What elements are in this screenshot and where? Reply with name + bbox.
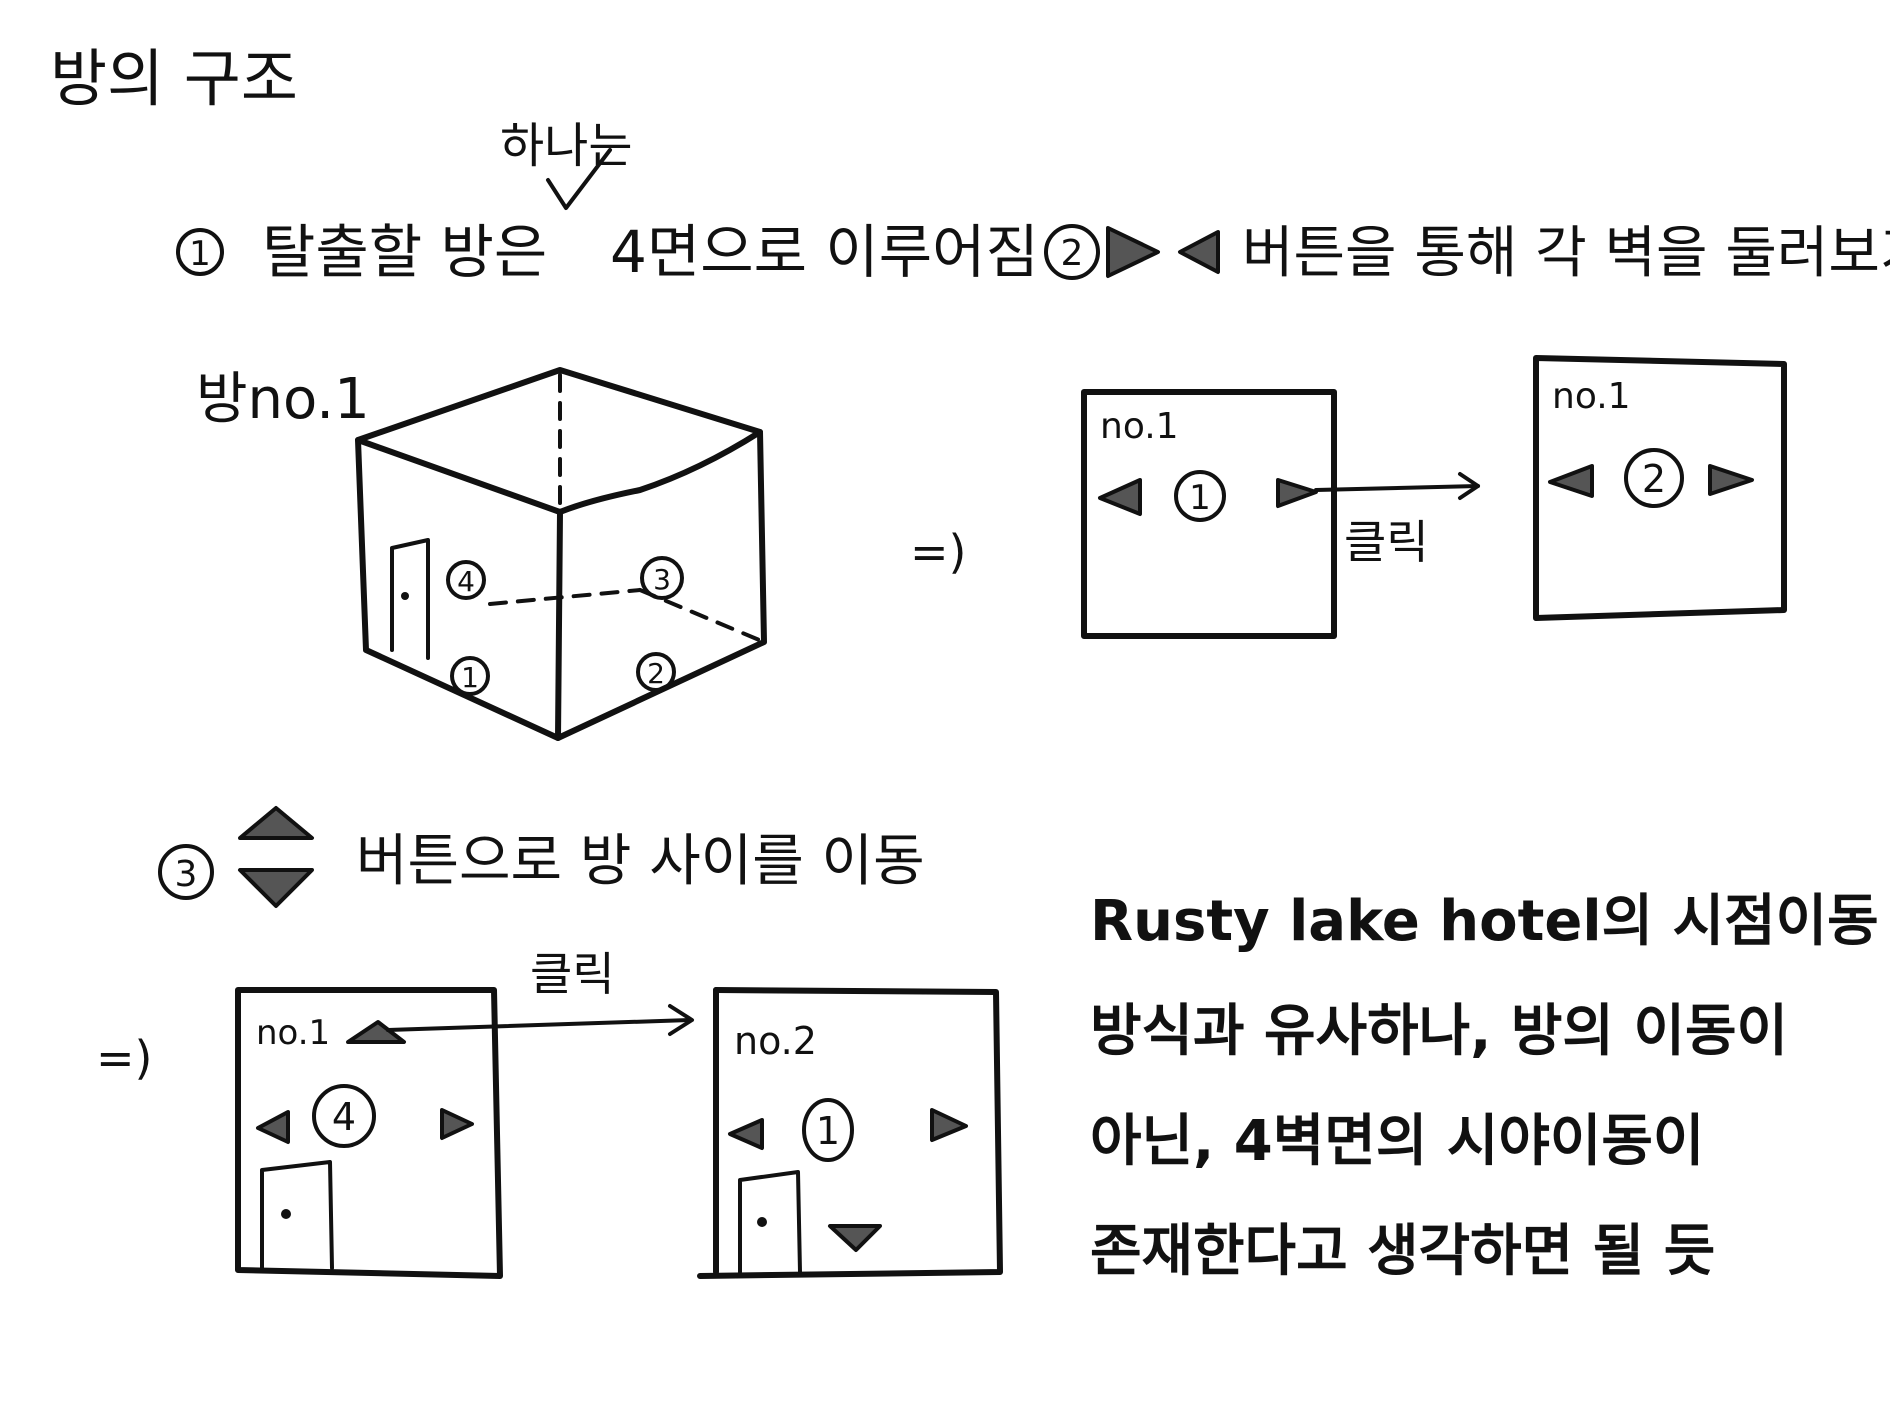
wall-view-after-right-arrow-icon: [1708, 464, 1754, 496]
room-move-before-door-icon: [260, 1160, 334, 1270]
room-move-after-down-arrow-icon: [828, 1224, 882, 1252]
wall-view-panel-after-frame: [1533, 355, 1787, 621]
remark-line-2: 방식과 유사하나, 방의 이동이: [1090, 999, 1788, 1064]
cube-wall-4-circle: [446, 560, 486, 600]
point-1-number: 1: [189, 234, 211, 274]
room-cube: 4 3 1 2: [355, 367, 767, 741]
cube-wall-3-number: 3: [653, 563, 671, 596]
point-1-text-b: 4면으로 이루어짐: [610, 218, 1039, 286]
page-title: 방의 구조: [50, 42, 298, 115]
room-move-panel-before-number: 4: [332, 1095, 356, 1139]
point-1-number-circle: [176, 228, 224, 276]
point-2: 2 버튼을 통해 각 벽을 둘러보기: [1044, 221, 1890, 286]
room-move-panel-after-number-circle: [802, 1098, 854, 1162]
cube-hidden-edge-floor-right: [638, 588, 766, 644]
cube-wall-1-number: 1: [461, 661, 479, 694]
room-move-panel-after-number: 1: [816, 1109, 840, 1153]
cube-right-face: [555, 429, 767, 741]
wall-view-panel-after-number-circle: [1624, 448, 1684, 508]
wall-view-panel-after: no.1 2: [1533, 355, 1787, 621]
point-2-text: 버튼을 통해 각 벽을 둘러보기: [1242, 221, 1890, 286]
down-arrow-icon: [238, 868, 314, 908]
room-move-before-left-arrow-icon: [256, 1110, 290, 1144]
room-move-before-right-arrow-icon: [440, 1108, 474, 1140]
wall-view-before-right-arrow-icon: [1276, 478, 1318, 508]
room-move-after-left-arrow-icon: [728, 1118, 764, 1150]
wall-view-before-left-arrow-icon: [1098, 478, 1142, 516]
room-move-click-arrow-line: [386, 1018, 692, 1032]
point-1-text-a: 탈출할 방은: [262, 218, 547, 286]
room-move-panel-before-label: no.1: [256, 1013, 330, 1053]
point-2-number-circle: [1044, 224, 1100, 280]
cube-wall-1-circle: [450, 656, 490, 696]
remark-block: Rusty lake hotel의 시점이동 방식과 유사하나, 방의 이동이 …: [1090, 889, 1879, 1284]
remark-line-1: Rusty lake hotel의 시점이동: [1090, 889, 1879, 954]
remark-line-4: 존재한다고 생각하면 될 듯: [1090, 1219, 1715, 1284]
room-move-before-door-knob: [281, 1209, 291, 1219]
wall-view-click-arrowhead: [1458, 472, 1480, 500]
wall-view-panel-before-number-circle: [1174, 470, 1226, 522]
point-3-number-circle: [158, 844, 214, 900]
room-move-panel-before-frame: [235, 987, 503, 1279]
room-move-after-door-knob: [757, 1217, 767, 1227]
remark-line-3: 아닌, 4벽면의 시야이동이: [1090, 1109, 1704, 1174]
point-3-text: 버튼으로 방 사이를 이동: [356, 829, 925, 894]
wall-view-panel-before: no.1 1: [1081, 389, 1337, 639]
wall-view-panel-after-label: no.1: [1552, 376, 1631, 417]
right-arrow-icon: [1106, 226, 1160, 278]
cube-wall-3-circle: [640, 556, 684, 600]
implies-symbol-1: =): [910, 525, 967, 579]
cube-label: 방no.1: [196, 367, 370, 432]
wall-view-after-left-arrow-icon: [1548, 464, 1594, 498]
room-move-click-label: 클릭: [530, 947, 615, 1001]
cube-wall-4-number: 4: [457, 565, 475, 598]
wall-view-panel-before-label: no.1: [1100, 406, 1179, 447]
room-move-click-arrowhead: [668, 1004, 694, 1036]
room-move-panel-before: no.1 4: [235, 987, 503, 1279]
room-move-after-door-icon: [738, 1170, 802, 1274]
room-move-panel-before-number-circle: [312, 1084, 376, 1148]
insert-caret: [546, 148, 612, 210]
cube-wall-2-number: 2: [647, 657, 665, 690]
wall-view-panel-after-number: 2: [1642, 457, 1666, 501]
room-move-before-up-arrow-icon: [346, 1020, 406, 1044]
wall-view-panel-before-frame: [1081, 389, 1337, 639]
point-2-number: 2: [1061, 233, 1084, 274]
left-arrow-icon: [1178, 230, 1220, 274]
point-1: 1 탈출할 방은 4면으로 이루어짐: [176, 218, 1039, 286]
point-3-number: 3: [175, 854, 198, 895]
cube-hidden-edge-floor-left: [488, 588, 642, 606]
room-move-panel-after-label: no.2: [734, 1019, 817, 1063]
cube-top-face: [355, 367, 763, 515]
wall-view-click-label: 클릭: [1344, 515, 1429, 569]
wall-view-panel-before-number: 1: [1189, 478, 1211, 518]
wall-view-click-arrow-line: [1314, 484, 1480, 492]
cube-wall-2-circle: [636, 652, 676, 692]
point-3: 3 버튼으로 방 사이를 이동: [158, 806, 925, 908]
insert-note: 하나는: [500, 118, 632, 174]
cube-door-knob: [401, 592, 409, 600]
room-move-after-right-arrow-icon: [930, 1108, 968, 1142]
implies-symbol-2: =): [96, 1031, 153, 1085]
up-arrow-icon: [238, 806, 314, 840]
room-move-panel-after-frame: [697, 987, 1003, 1279]
room-move-panel-after: no.2 1: [697, 987, 1003, 1279]
cube-door-icon: [390, 538, 430, 660]
